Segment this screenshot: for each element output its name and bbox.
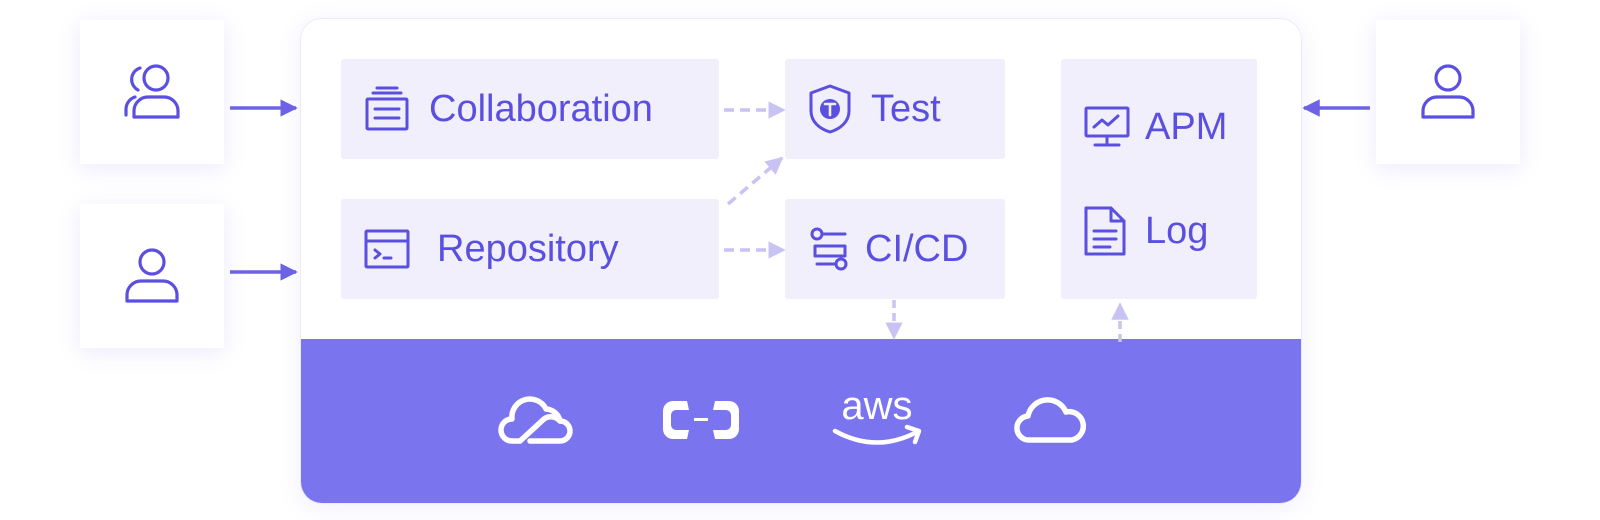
collaboration-label: Collaboration bbox=[429, 87, 653, 130]
apm-item: APM bbox=[1083, 105, 1227, 149]
repository-box: Repository bbox=[341, 199, 719, 299]
aws-wordmark: aws bbox=[841, 387, 912, 428]
tencent-cloud-icon bbox=[498, 396, 573, 444]
user-card bbox=[80, 204, 224, 348]
user-group-icon bbox=[124, 64, 180, 119]
cloud-provider-band: aws bbox=[301, 339, 1301, 503]
terminal-window-icon bbox=[364, 229, 410, 269]
repository-label: Repository bbox=[437, 227, 619, 270]
platform-container: Collaboration Repository Test CI/CD bbox=[300, 18, 1302, 504]
user-card bbox=[1376, 20, 1520, 164]
alibaba-cloud-icon bbox=[663, 401, 739, 439]
monitoring-box: APM Log bbox=[1061, 59, 1257, 299]
cicd-box: CI/CD bbox=[785, 199, 1005, 299]
test-label: Test bbox=[871, 87, 941, 130]
document-icon bbox=[1084, 206, 1126, 256]
pipeline-icon bbox=[810, 227, 848, 271]
cicd-label: CI/CD bbox=[865, 227, 969, 270]
apm-label: APM bbox=[1145, 105, 1228, 148]
monitor-chart-icon bbox=[1084, 106, 1130, 147]
log-item: Log bbox=[1083, 205, 1208, 257]
collaboration-icon bbox=[365, 86, 409, 131]
aws-logo-icon: aws bbox=[832, 387, 922, 445]
user-group-card bbox=[80, 20, 224, 164]
collaboration-box: Collaboration bbox=[341, 59, 719, 159]
log-label: Log bbox=[1145, 209, 1209, 252]
user-icon bbox=[125, 248, 179, 303]
user-icon bbox=[1421, 64, 1475, 119]
generic-cloud-icon bbox=[1014, 397, 1086, 443]
test-shield-icon bbox=[809, 84, 851, 134]
test-box: Test bbox=[785, 59, 1005, 159]
